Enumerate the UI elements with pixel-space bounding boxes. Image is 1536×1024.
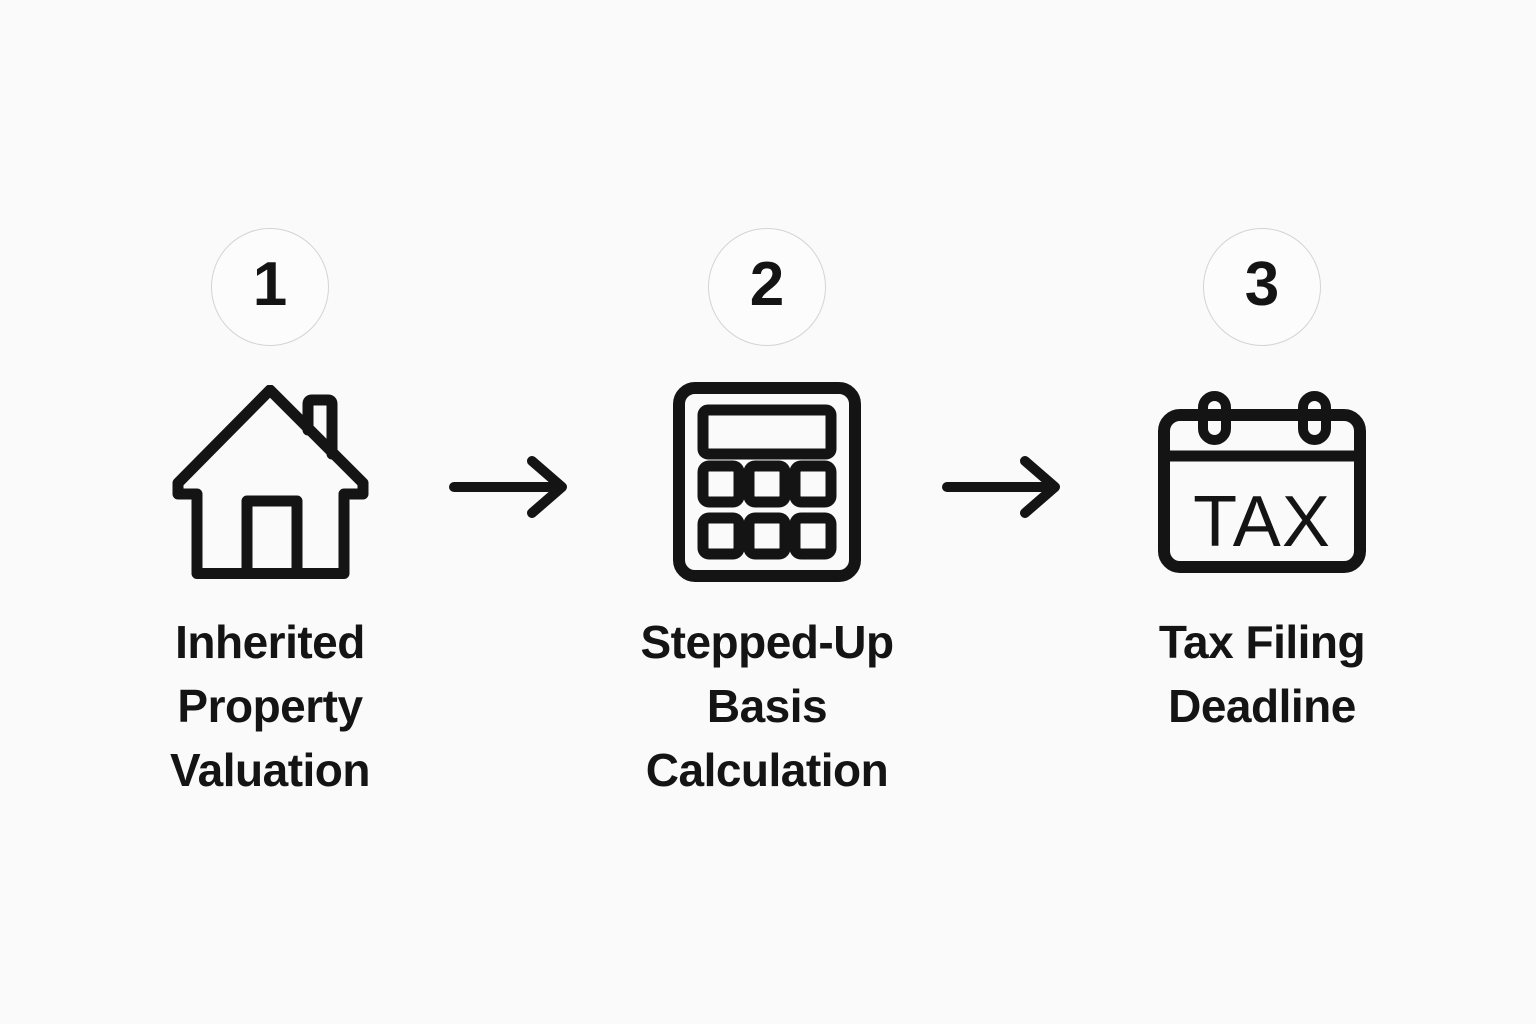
step-1-icon-wrap: [171, 382, 369, 582]
step-1: 1 Inherited Property Valuation: [70, 228, 470, 802]
calculator-icon: [673, 382, 861, 582]
arrow-right-icon: [449, 456, 567, 518]
step-3-number: 3: [1244, 250, 1280, 319]
step-3-icon-wrap: TAX: [1157, 382, 1367, 582]
step-2-number: 2: [749, 250, 785, 319]
step-2-icon-wrap: [672, 382, 862, 582]
tax-calendar-text: TAX: [1193, 482, 1331, 562]
arrow-right-icon: [942, 456, 1060, 518]
step-3-number-badge: 3: [1203, 228, 1321, 346]
house-icon: [172, 385, 369, 579]
step-2-label: Stepped-Up Basis Calculation: [640, 616, 894, 796]
step-3-label: Tax Filing Deadline: [1158, 616, 1366, 732]
step-2: 2 Stepped-Up Basis Calculation: [567, 228, 967, 802]
step-1-label: Inherited Property Valuation: [170, 616, 370, 796]
step-3: 3 TAX Tax Filing Deadline: [1062, 228, 1462, 738]
step-2-number-badge: 2: [708, 228, 826, 346]
step-1-number-badge: 1: [211, 228, 329, 346]
tax-calendar-icon: TAX: [1158, 390, 1366, 573]
step-1-number: 1: [252, 250, 288, 319]
